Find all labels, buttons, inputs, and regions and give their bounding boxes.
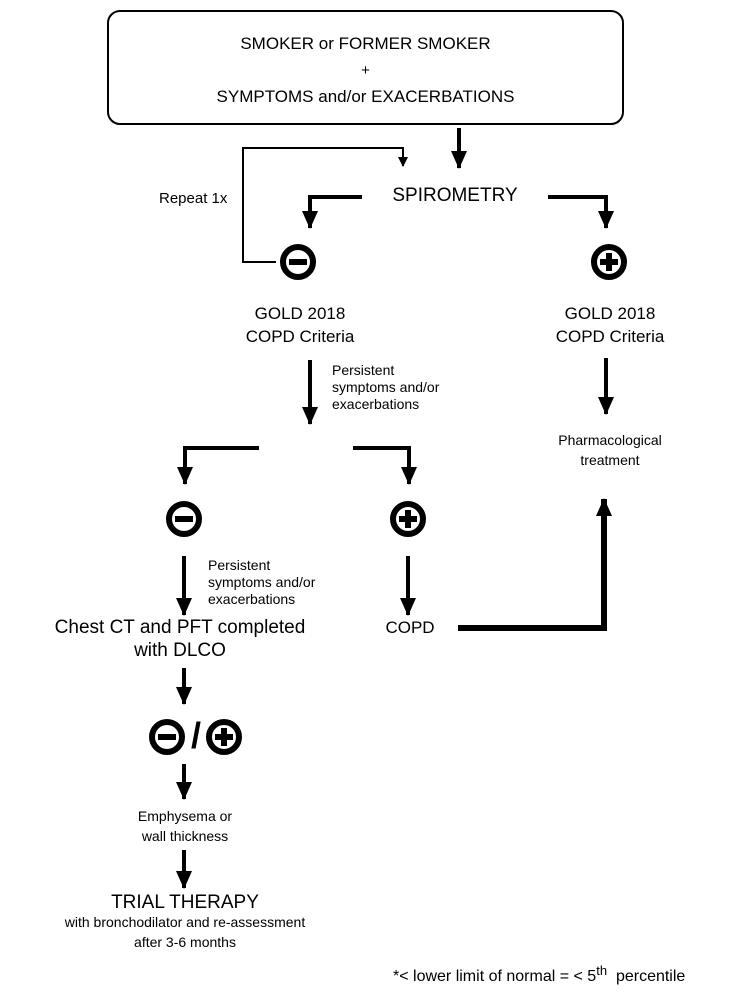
arrow-spirometry-to-negative <box>302 195 362 229</box>
copd-label: COPD <box>385 618 435 637</box>
minus-circle-icon <box>149 719 185 755</box>
footnote: *< lower limit of normal = < 5th percent… <box>393 964 686 987</box>
persistent-label-lower-3: exacerbations <box>208 591 296 607</box>
ct-result-slash: / <box>190 715 201 756</box>
trial-therapy-line-2: with bronchodilator and re-assessment <box>64 914 306 930</box>
minus-circle-icon <box>166 501 202 537</box>
persistent-label-lower-2: symptoms and/or <box>208 574 316 590</box>
minus-circle-icon <box>280 244 316 280</box>
persistent-label-1: Persistent <box>332 362 395 378</box>
chest-ct-line-2: with DLCO <box>134 640 226 661</box>
top-box <box>107 10 624 125</box>
trial-therapy-title: TRIAL THERAPY <box>111 892 259 913</box>
left-criteria-line-2: COPD Criteria <box>245 327 355 346</box>
right-criteria-line-2: COPD Criteria <box>555 327 665 346</box>
emphysema-line-2: wall thickness <box>141 828 229 844</box>
arrow-spirometry-to-positive <box>548 195 614 229</box>
footnote-suffix: percentile <box>607 968 686 985</box>
plus-circle-icon <box>591 244 627 280</box>
top-box-line-3: SYMPTOMS and/or EXACERBATIONS <box>216 87 515 106</box>
trial-therapy-line-3: after 3-6 months <box>134 934 236 950</box>
spirometry-label: SPIROMETRY <box>392 185 518 206</box>
chest-ct-line-1: Chest CT and PFT completed <box>54 617 306 638</box>
arrow-split-to-positive <box>353 446 417 485</box>
plus-circle-icon <box>206 719 242 755</box>
treatment-line-1: Pharmacological <box>558 432 662 448</box>
footnote-superscript: th <box>596 963 608 978</box>
top-box-line-1: SMOKER or FORMER SMOKER <box>240 34 491 53</box>
persistent-label-2: symptoms and/or <box>332 379 440 395</box>
persistent-label-lower-1: Persistent <box>208 557 271 573</box>
left-criteria-line-1: GOLD 2018 <box>254 304 346 323</box>
footnote-text: *< lower limit of normal = < 5 <box>393 968 597 985</box>
persistent-label-3: exacerbations <box>332 396 420 412</box>
arrow-copd-to-treatment <box>458 498 612 631</box>
right-criteria-line-1: GOLD 2018 <box>564 304 656 323</box>
emphysema-line-1: Emphysema or <box>137 808 233 824</box>
top-box-plus: + <box>361 62 370 79</box>
arrow-split-to-negative <box>177 446 259 485</box>
plus-circle-icon <box>390 501 426 537</box>
repeat-loop-line <box>242 147 408 263</box>
repeat-label: Repeat 1x <box>159 190 228 207</box>
treatment-line-2: treatment <box>580 452 640 468</box>
